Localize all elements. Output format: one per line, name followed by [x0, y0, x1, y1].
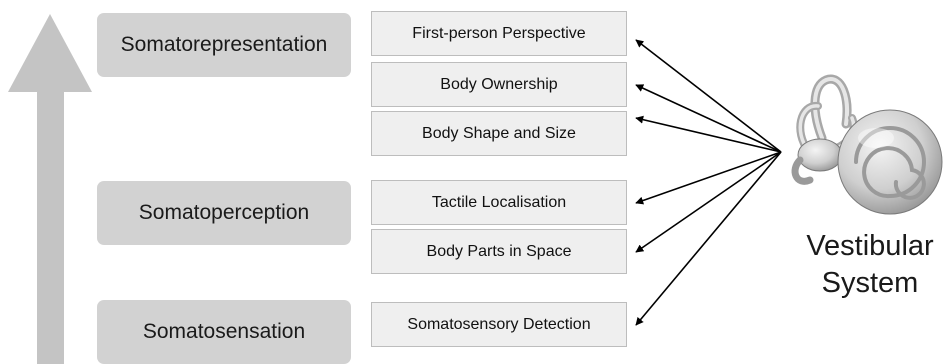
item-somatosensory-detection: Somatosensory Detection — [371, 302, 627, 347]
item-body-shape-and-size: Body Shape and Size — [371, 111, 627, 156]
item-tactile-localisation: Tactile Localisation — [371, 180, 627, 225]
system-label-line2: System — [821, 267, 919, 299]
item-label: Body Shape and Size — [422, 124, 576, 142]
connector-arrow-body-parts — [635, 151, 782, 253]
item-label: Tactile Localisation — [431, 193, 567, 211]
connector-arrow-body-ownership — [635, 84, 782, 153]
item-label: First-person Perspective — [412, 24, 586, 42]
item-label: Somatosensory Detection — [407, 315, 591, 333]
level-label: Somatorepresentation — [120, 33, 328, 56]
item-body-ownership: Body Ownership — [371, 62, 627, 107]
inner-ear-icon — [791, 74, 943, 215]
vestibular-system-label: Vestibular System — [790, 228, 945, 302]
hierarchy-up-arrow — [8, 14, 92, 364]
connector-arrow-first-person — [635, 39, 782, 153]
connector-arrow-body-shape — [635, 115, 782, 153]
level-label: Somatosensation — [142, 320, 306, 343]
item-label: Body Ownership — [440, 75, 558, 93]
connector-arrow-somatosensory — [635, 151, 782, 326]
level-label: Somatoperception — [138, 201, 310, 224]
system-label-line1: Vestibular — [806, 230, 934, 262]
connector-arrows — [635, 39, 782, 326]
item-first-person-perspective: First-person Perspective — [371, 11, 627, 56]
item-body-parts-in-space: Body Parts in Space — [371, 229, 627, 274]
level-somatorepresentation: Somatorepresentation — [97, 13, 351, 77]
level-somatoperception: Somatoperception — [97, 181, 351, 245]
item-label: Body Parts in Space — [426, 242, 572, 260]
connector-arrow-tactile — [635, 151, 782, 205]
level-somatosensation: Somatosensation — [97, 300, 351, 364]
